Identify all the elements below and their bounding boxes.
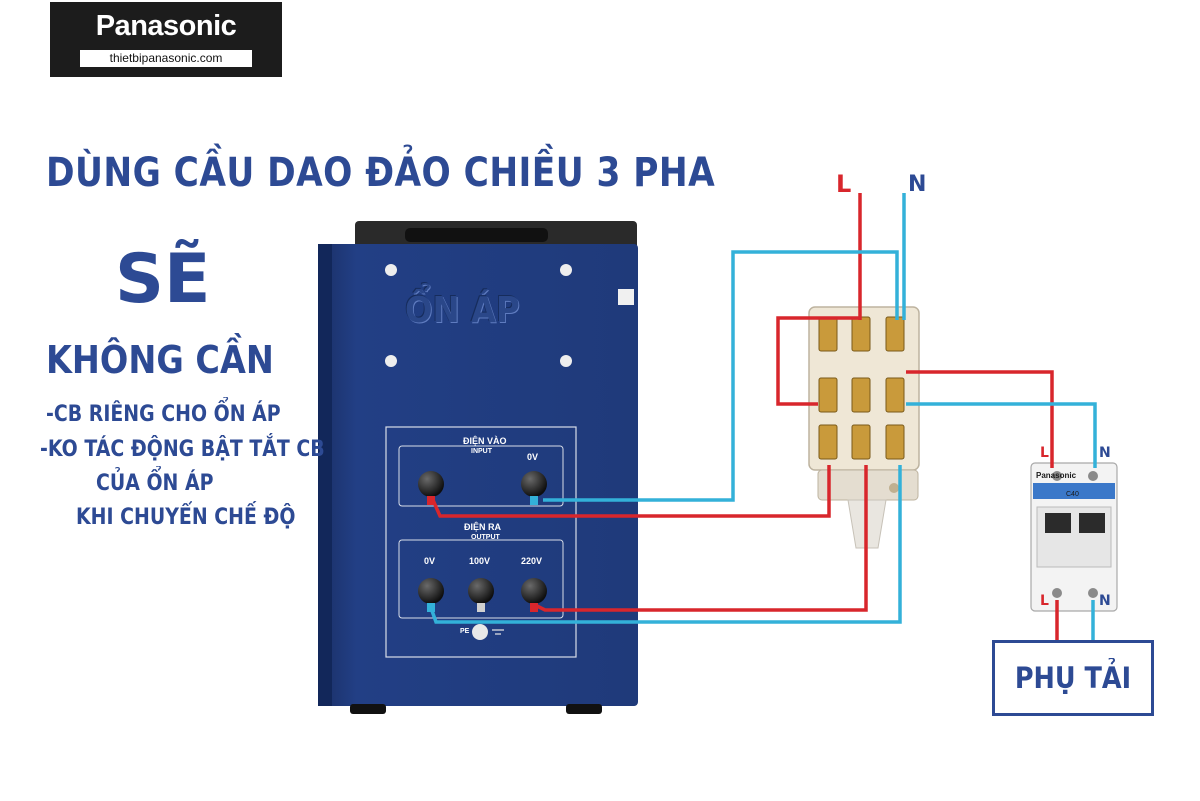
input-panel-border — [398, 445, 564, 507]
breaker-bottom-neutral-label: N — [1099, 593, 1111, 609]
output-panel-border — [398, 539, 564, 619]
load-label: PHỤ TẢI — [1014, 661, 1132, 695]
stabilizer-watermark: ỔN ÁP — [405, 290, 520, 331]
callout-bullet: KHI CHUYỂN CHẾ ĐỘ — [76, 505, 296, 530]
load-box: PHỤ TẢI — [992, 640, 1154, 716]
logo-website: thietbipanasonic.com — [80, 50, 252, 67]
breaker-screw — [1088, 471, 1098, 481]
output-0v-knob — [418, 578, 444, 612]
terminal-panel-border — [385, 426, 577, 658]
neutral-wires — [429, 193, 1097, 640]
output-220v-knob — [521, 578, 547, 612]
callout-big: SẼ — [115, 240, 211, 319]
panasonic-logo: Panasonic thietbipanasonic.com — [50, 2, 282, 77]
breaker-toggle — [1079, 513, 1105, 533]
mount-hole — [385, 355, 397, 367]
switch-to-breaker-live-wire — [906, 370, 1054, 468]
input-live-to-switch-wire — [431, 465, 831, 518]
ground-terminal-icon — [472, 624, 504, 640]
output-subtitle: OUTPUT — [471, 534, 500, 541]
stabilizer-foot — [566, 704, 602, 714]
output-0v-label: 0V — [424, 556, 436, 566]
stabilizer-side-shadow — [318, 244, 332, 706]
breaker-bottom-live-label: L — [1040, 593, 1049, 609]
callout-bullet: -KO TÁC ĐỘNG BẬT TẮT CB — [40, 437, 325, 462]
supply-neutral-label: N — [908, 172, 927, 197]
carry-handle — [405, 228, 548, 242]
neutral-bypass-wire — [543, 250, 899, 502]
input-live-knob — [418, 471, 444, 505]
breaker-screw — [1088, 588, 1098, 598]
switch-to-input-live-wire — [776, 316, 860, 406]
supply-live-label: L — [836, 170, 852, 198]
mount-hole — [560, 355, 572, 367]
callout-sub: KHÔNG CẦN — [46, 338, 274, 382]
input-0v-knob — [521, 471, 547, 505]
headline: DÙNG CẦU DAO ĐẢO CHIỀU 3 PHA — [46, 150, 716, 196]
output-0v-to-switch-wire — [429, 465, 902, 624]
breaker-toggle — [1045, 513, 1071, 533]
input-0v-label: 0V — [527, 452, 539, 462]
input-subtitle: INPUT — [471, 448, 492, 455]
output-100v-knob — [468, 578, 494, 612]
mount-hole — [560, 264, 572, 276]
callout-bullet: CỦA ỔN ÁP — [96, 471, 214, 496]
breaker-screw — [1052, 471, 1062, 481]
breaker-model: C40 — [1066, 491, 1079, 498]
output-220v-label: 220V — [521, 556, 543, 566]
breaker-top-neutral-label: N — [1099, 445, 1111, 461]
circuit-breaker — [1030, 462, 1118, 612]
switch-contacts — [818, 316, 905, 460]
output-220v-to-switch-wire — [536, 465, 868, 612]
ground-label: PE — [460, 628, 470, 635]
callout-bullet: -CB RIÊNG CHO ỔN ÁP — [46, 402, 281, 427]
switch-lever-housing — [817, 469, 919, 501]
side-latch — [618, 289, 634, 305]
breaker-brand: Panasonic — [1036, 471, 1077, 480]
switch-screw — [889, 483, 899, 493]
output-100v-label: 100V — [469, 556, 491, 566]
live-wires — [431, 193, 1059, 640]
stabilizer-foot — [350, 704, 386, 714]
breaker-screw — [1052, 588, 1062, 598]
breaker-label-plate — [1033, 483, 1115, 499]
mount-hole — [385, 264, 397, 276]
breaker-top-live-label: L — [1040, 445, 1049, 461]
switch-to-breaker-neutral-wire — [906, 402, 1097, 468]
voltage-stabilizer — [318, 221, 638, 714]
stabilizer-body — [318, 244, 638, 706]
output-title: ĐIỆN RA — [464, 522, 502, 532]
logo-brand: Panasonic — [95, 10, 237, 42]
input-title: ĐIỆN VÀO — [463, 436, 507, 446]
